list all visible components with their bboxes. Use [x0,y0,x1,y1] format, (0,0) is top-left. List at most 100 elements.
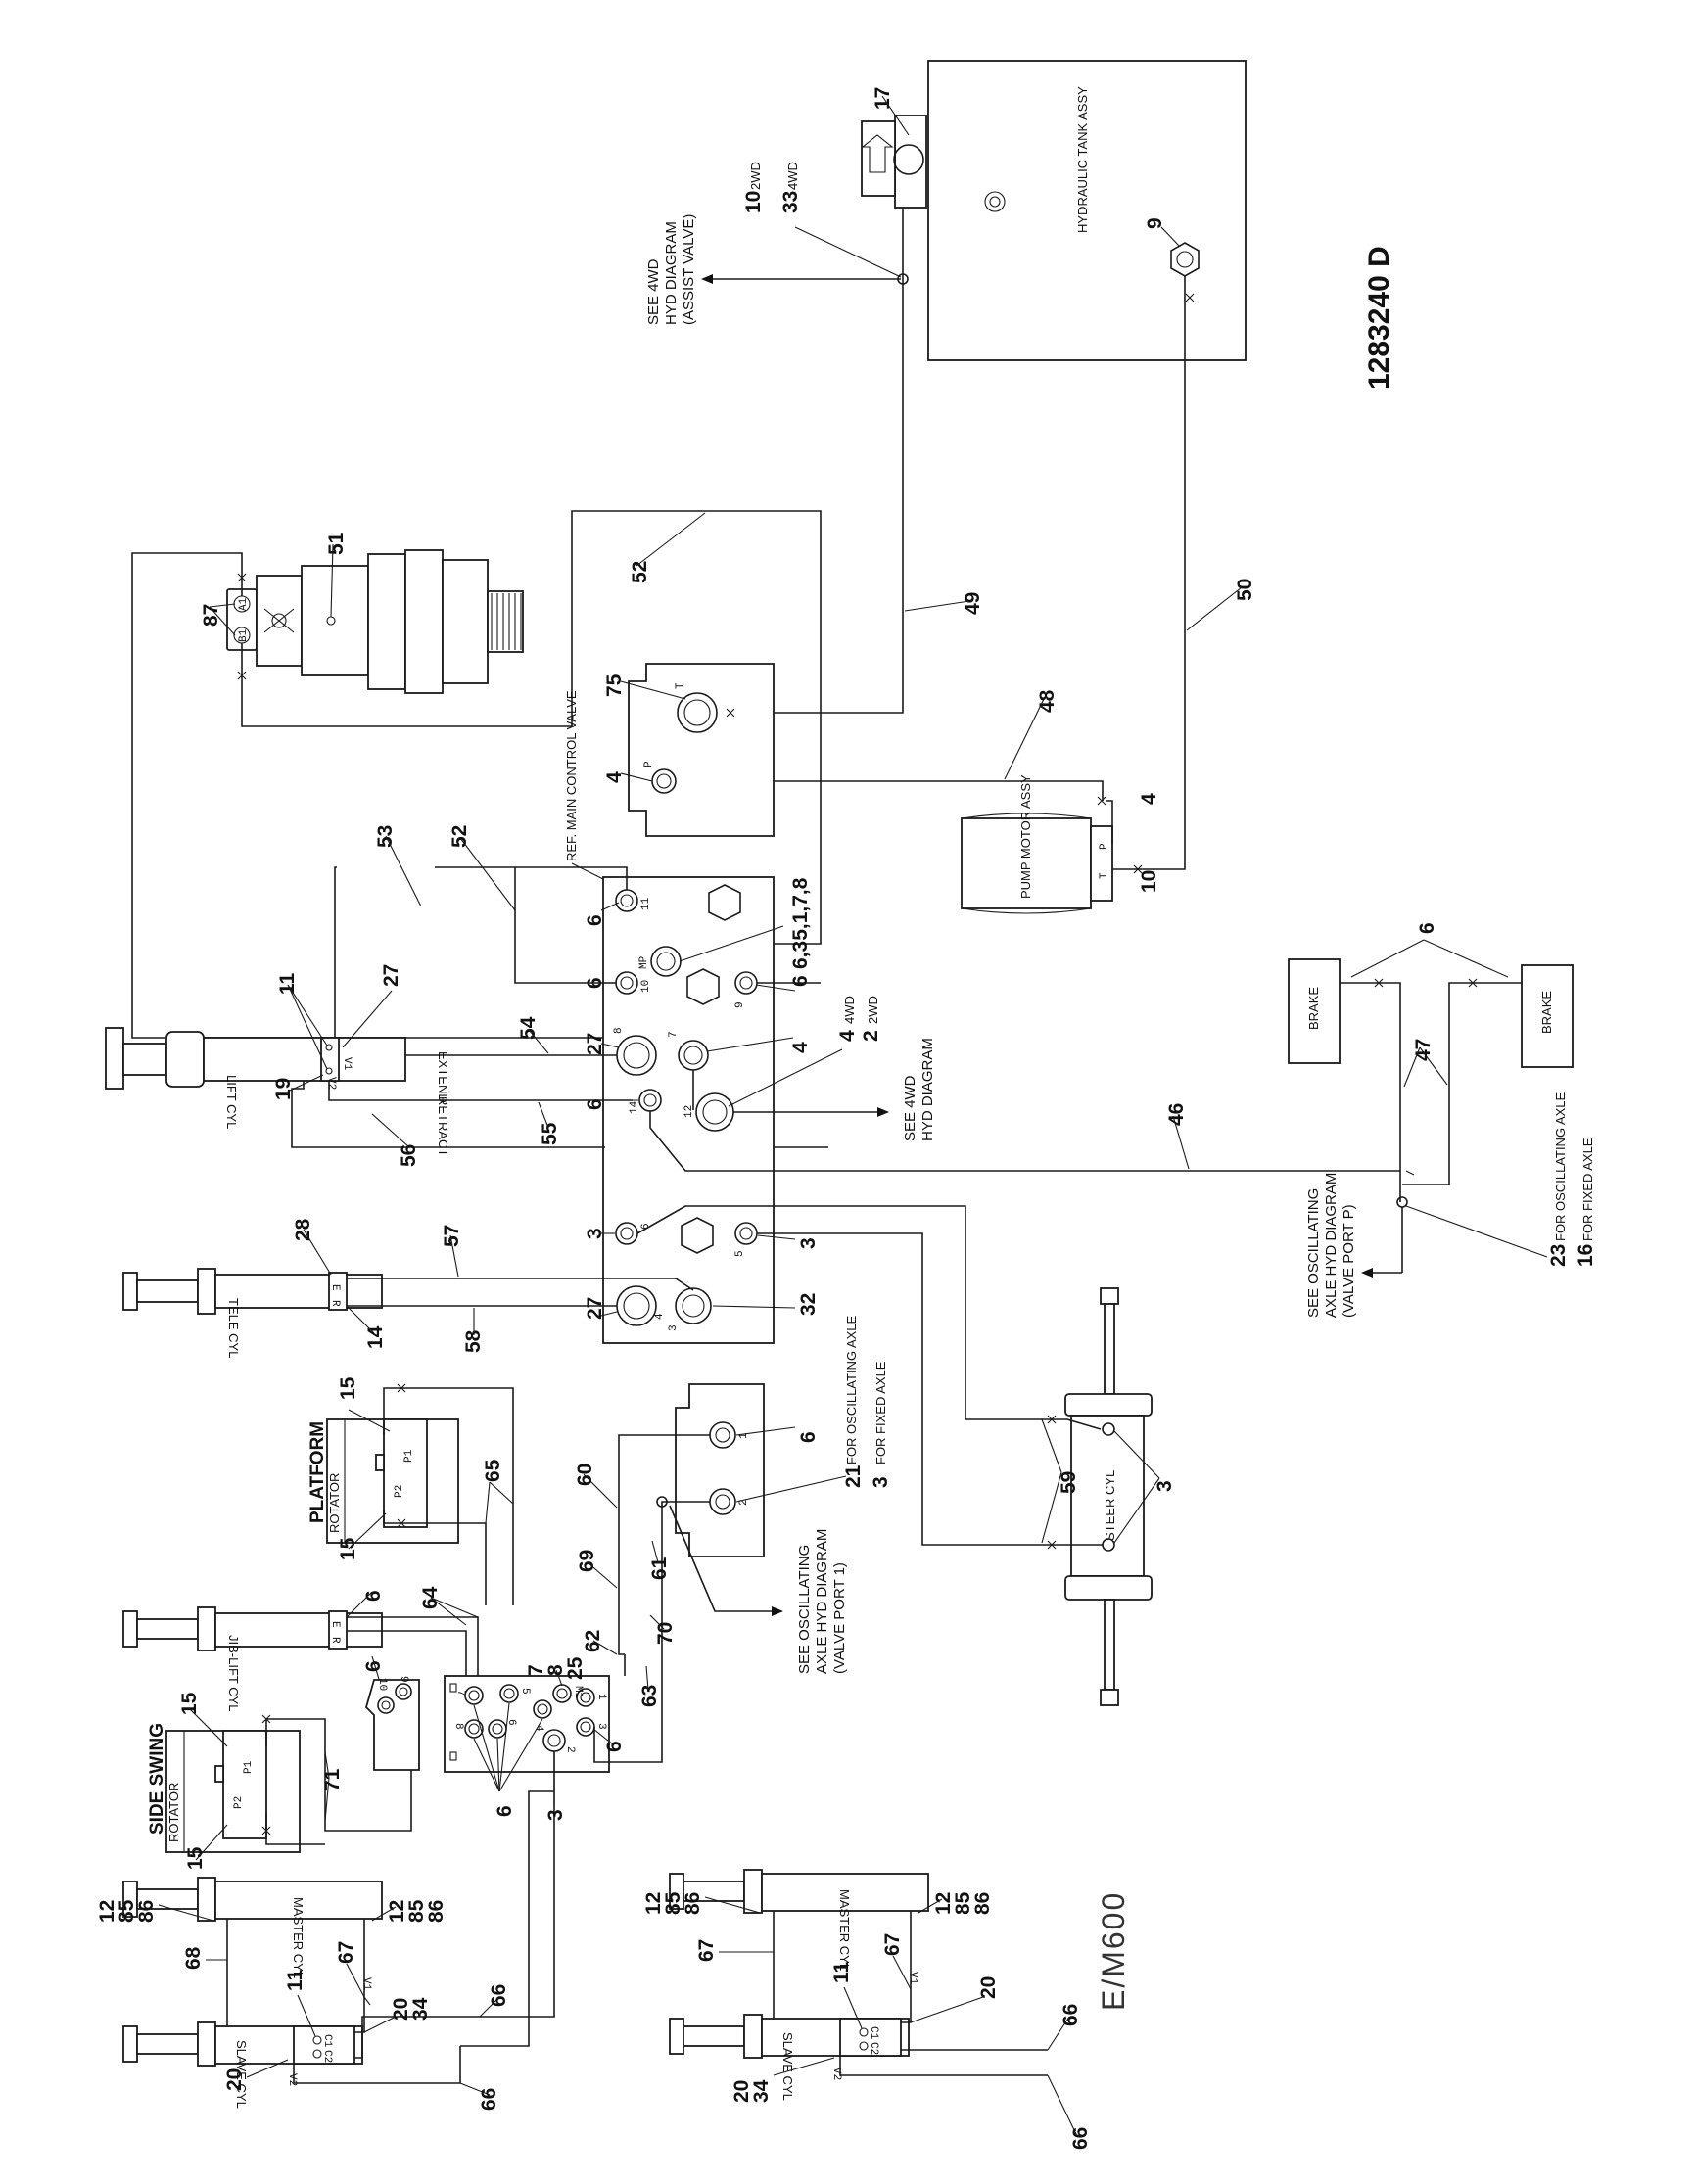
callout-4-4wd: 4 [836,1030,859,1042]
callout-3-port5: 3 [797,1237,820,1249]
callout-60: 60 [574,1464,596,1486]
svg-text:V1: V1 [341,1057,353,1071]
callout-11-sl: 11 [284,1969,306,1991]
arrow-4wd [877,1107,889,1117]
slave-cyl-right-label: SLAVE CYL [780,2032,795,2101]
svg-text:C2: C2 [868,2042,879,2055]
svg-text:11: 11 [640,897,652,910]
callout-6-port11: 6 [584,914,606,926]
callout-27-lift: 27 [380,964,402,987]
svg-text:6: 6 [505,1719,517,1726]
tele-cyl-label: TELE CYL [226,1298,241,1358]
drawing-number: 1283240 D [1363,246,1395,390]
callout-23: 23 [1547,1244,1570,1267]
callout-50: 50 [1234,579,1256,601]
callout-6-osc: 6 [797,1431,820,1443]
jib-cyl-label: JIB-LIFT CYL [226,1635,241,1712]
svg-text:R: R [329,1637,341,1644]
callout-63: 63 [638,1685,661,1707]
brake-right-label: BRAKE [1539,991,1554,1034]
callout-33: 33 [779,191,802,213]
callout-66-sr: 66 [1059,2004,1082,2026]
slave-cyl-left: SLAVE CYL C1 C2 [122,2021,363,2109]
svg-text:P2: P2 [394,1485,405,1498]
callout-10-pump: 10 [1138,870,1160,893]
svg-text:3: 3 [668,1324,680,1331]
svg-text:B1: B1 [238,628,250,642]
callout-10-tank: 10 [742,191,765,213]
callout-2-2wd: 2 [860,1030,882,1042]
svg-text:5: 5 [519,1688,531,1695]
svg-text:9: 9 [734,1001,746,1008]
callout-6-port14: 6 [584,1098,606,1110]
svg-text:R: R [329,1300,341,1307]
svg-text:5: 5 [734,1250,746,1257]
callout-11-sr: 11 [830,1961,853,1983]
svg-text:A1: A1 [238,597,250,611]
callout-68: 68 [182,1946,205,1970]
callout-66-sl-b: 66 [478,2088,500,2111]
callout-65: 65 [482,1459,504,1482]
extend-label: EXTEND [436,1051,450,1103]
callout-66-sl: 66 [488,1984,510,2007]
note-4wd-diagram: SEE 4WD HYD DIAGRAM [902,1038,936,1141]
svg-text:P2: P2 [233,1796,245,1809]
svg-text:P1: P1 [243,1760,255,1774]
callout-34-sr-b: 34 [750,2079,773,2103]
svg-text:P: P [643,761,655,767]
pump-label: PUMP MOTOR ASSY [1018,774,1033,899]
side-swing-rotator-label: ROTATOR [166,1783,181,1842]
callout-12-ml: 12 [96,1900,118,1923]
platform-rotator-label: ROTATOR [327,1473,342,1533]
note-23-osc: FOR OSCILLATING AXLE [1553,1092,1568,1241]
svg-text:2: 2 [564,1746,576,1753]
callout-9: 9 [1144,217,1166,229]
svg-text:T: T [675,682,686,689]
callout-46: 46 [1165,1103,1188,1126]
callout-87: 87 [200,604,222,627]
callout-85-mrr: 85 [952,1891,974,1915]
callout-20-sr: 20 [977,1976,1000,1999]
svg-text:6: 6 [640,1223,652,1230]
hydraulic-tank: HYDRAULIC TANK ASSY [861,60,1247,361]
callout-7: 7 [525,1664,547,1676]
callout-58: 58 [462,1329,485,1353]
manifold-tp: T P [628,663,775,837]
callout-59: 59 [1058,1471,1080,1494]
pump-motor: PUMP MOTOR ASSY P T [961,774,1113,914]
v2-left: V2 [286,2073,298,2086]
callout-32: 32 [797,1293,820,1316]
callout-54: 54 [517,1016,540,1040]
aux-valve-block: 7 5 8 6 4 2 M1 1 3 [444,1675,610,1773]
callout-52-mid: 52 [448,825,471,848]
callout-15-platform-top: 15 [337,1376,359,1400]
callout-67-sl: 67 [335,1941,357,1964]
callout-86-mrl: 86 [682,1892,704,1915]
callout-86-ml: 86 [135,1900,158,1923]
model-note: E/M600 [1096,1891,1131,2011]
callout-64: 64 [419,1586,442,1609]
svg-text:12: 12 [683,1105,695,1118]
callout-67-srr: 67 [881,1933,904,1956]
svg-text:P: P [1099,843,1110,850]
callout-85-mrl: 85 [662,1891,684,1915]
callout-67-srl: 67 [695,1939,718,1962]
svg-text:MP: MP [638,955,650,969]
note-4wd: 4WD [842,996,857,1024]
callout-49: 49 [962,592,984,615]
callout-34-sl: 34 [409,1997,432,2021]
svg-text:V2: V2 [325,1077,337,1090]
note-osc-axle-1: SEE OSCILLATING AXLE HYD DIAGRAM (VALVE … [796,1524,848,1674]
callout-19: 19 [272,1078,295,1100]
callout-85-mr: 85 [405,1899,428,1923]
jib-manifold: 10 9 [364,1676,420,1771]
svg-text:1: 1 [738,1432,750,1439]
callout-3-steer: 3 [1154,1480,1176,1492]
callout-12-mrr: 12 [932,1892,955,1915]
callout-85-ml: 85 [116,1899,138,1923]
jib-lift-cylinder: JIB-LIFT CYL E R [122,1606,383,1712]
note-assist-valve: SEE 4WD HYD DIAGRAM (ASSIST VALVE) [645,214,697,325]
brake-right: BRAKE [1521,964,1574,1068]
svg-text:14: 14 [629,1100,640,1114]
